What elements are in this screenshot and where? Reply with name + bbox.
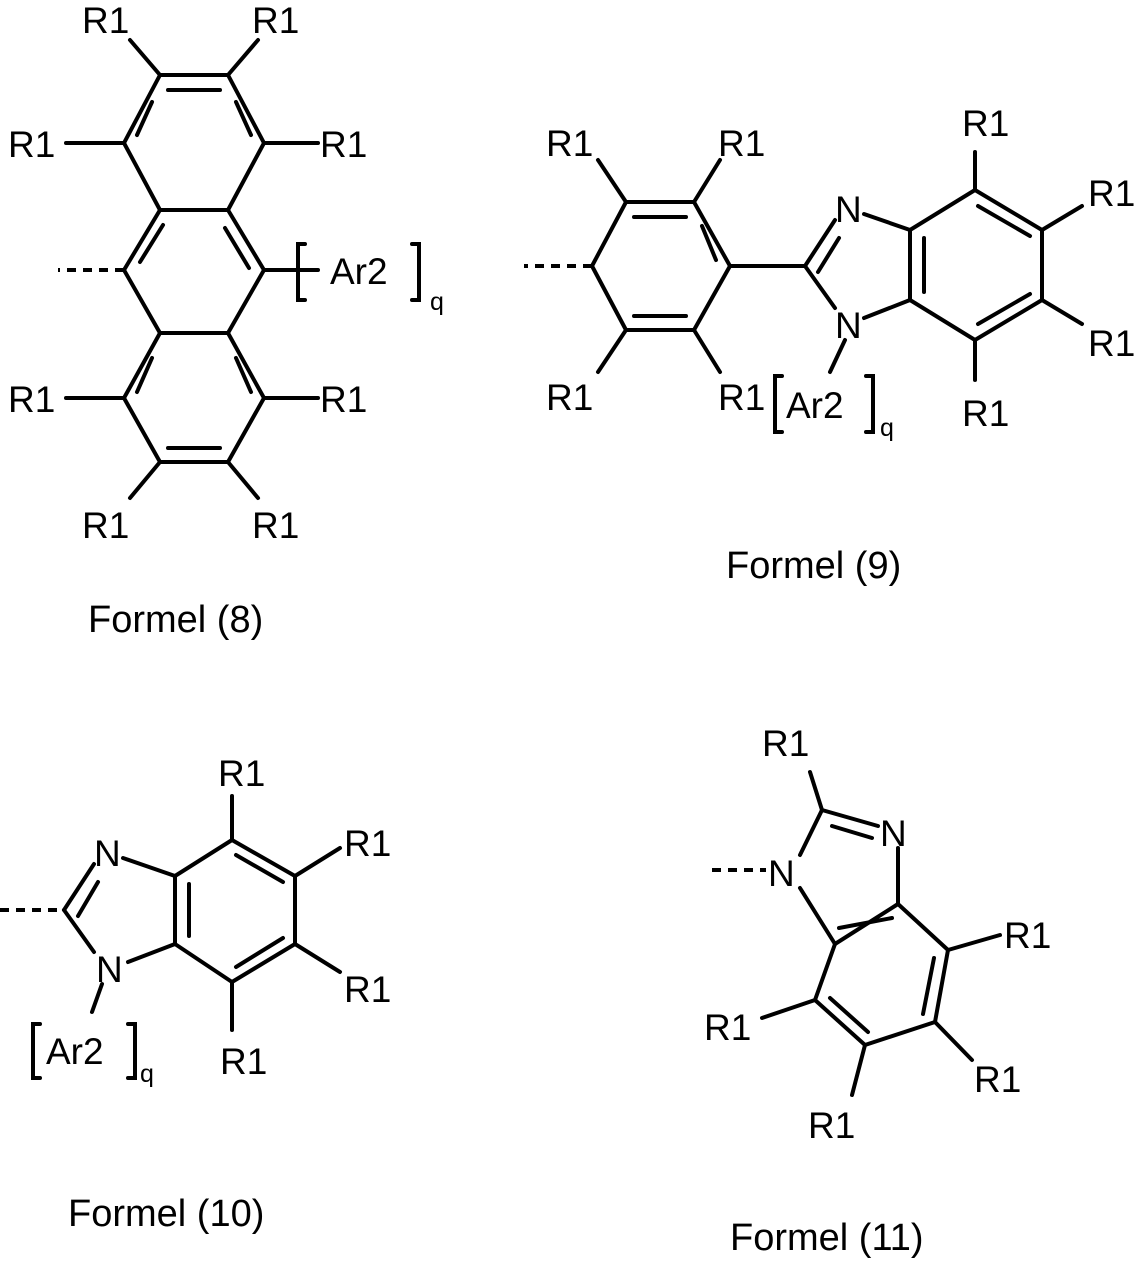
formula-11-bonds <box>712 772 1000 1095</box>
r1-label: R1 <box>344 823 391 864</box>
r1-label: R1 <box>1088 323 1135 364</box>
r1-label: R1 <box>252 505 299 546</box>
r1-label: R1 <box>218 753 265 794</box>
r1-label: R1 <box>546 123 593 164</box>
r1-label: R1 <box>962 103 1009 144</box>
ar2-label: Ar2 <box>46 1031 104 1072</box>
q-subscript: q <box>140 1060 154 1088</box>
r1-label: R1 <box>704 1007 751 1048</box>
caption-formel-9: Formel (9) <box>726 545 901 587</box>
nitrogen-label: N <box>768 853 795 894</box>
r1-label: R1 <box>808 1105 855 1146</box>
formula-11-labels: R1 R1 R1 R1 R1 N N Formel (11) <box>704 723 1051 1259</box>
r1-label: R1 <box>82 0 129 41</box>
r1-label: R1 <box>344 969 391 1010</box>
r1-label: R1 <box>962 393 1009 434</box>
caption-formel-8: Formel (8) <box>88 599 263 641</box>
r1-label: R1 <box>82 505 129 546</box>
formula-8: R1 R1 R1 R1 R1 R1 R1 R1 Ar2 q Formel (8) <box>8 0 444 641</box>
formula-10: R1 R1 R1 R1 N N Ar2 q Formel (10) <box>0 753 391 1235</box>
nitrogen-label: N <box>835 305 862 346</box>
formula-9: R1 R1 R1 R1 R1 R1 R1 R1 N N Ar2 q Formel… <box>524 103 1135 587</box>
q-subscript: q <box>430 288 444 316</box>
nitrogen-label: N <box>880 813 907 854</box>
r1-label: R1 <box>1004 915 1051 956</box>
r1-label: R1 <box>8 124 55 165</box>
nitrogen-label: N <box>94 833 121 874</box>
r1-label: R1 <box>546 377 593 418</box>
nitrogen-label: N <box>835 189 862 230</box>
ar2-label: Ar2 <box>786 385 844 426</box>
r1-label: R1 <box>220 1041 267 1082</box>
r1-label: R1 <box>974 1059 1021 1100</box>
formula-11: R1 R1 R1 R1 R1 N N Formel (11) <box>704 723 1051 1259</box>
r1-label: R1 <box>762 723 809 764</box>
r1-label: R1 <box>1088 173 1135 214</box>
nitrogen-label: N <box>96 949 123 990</box>
caption-formel-10: Formel (10) <box>68 1193 264 1235</box>
r1-label: R1 <box>8 379 55 420</box>
r1-label: R1 <box>320 124 367 165</box>
formula-9-labels: R1 R1 R1 R1 R1 R1 R1 R1 N N Ar2 q Formel… <box>546 103 1135 587</box>
q-subscript: q <box>880 414 894 442</box>
r1-label: R1 <box>320 379 367 420</box>
formula-8-labels: R1 R1 R1 R1 R1 R1 R1 R1 Ar2 q Formel (8) <box>8 0 444 641</box>
r1-label: R1 <box>718 377 765 418</box>
caption-formel-11: Formel (11) <box>730 1217 924 1259</box>
r1-label: R1 <box>718 123 765 164</box>
ar2-label: Ar2 <box>330 251 388 292</box>
r1-label: R1 <box>252 0 299 41</box>
